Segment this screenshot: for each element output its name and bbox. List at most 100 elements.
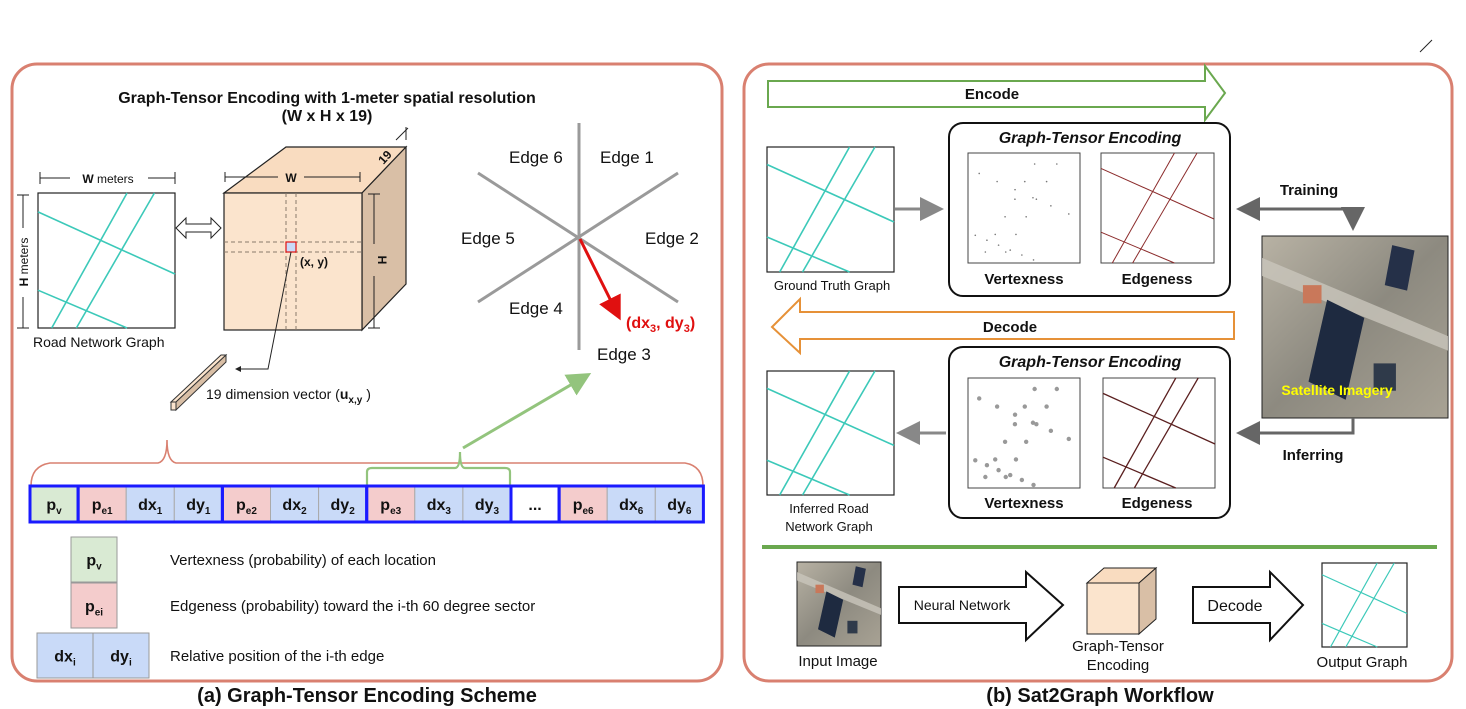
gt-edgeness-label: Edgeness bbox=[1122, 271, 1193, 288]
vertex-point bbox=[994, 233, 997, 236]
decode-label: Decode bbox=[983, 319, 1037, 336]
pixel-location-marker bbox=[285, 241, 297, 253]
cell-label: dxi bbox=[54, 649, 76, 669]
vertex-point bbox=[1032, 259, 1035, 261]
panel-a-caption: (a) Graph-Tensor Encoding Scheme bbox=[197, 685, 537, 707]
gt-edgeness-map bbox=[1100, 152, 1215, 264]
neural-network-arrow bbox=[898, 569, 1065, 643]
road-line bbox=[1100, 231, 1175, 264]
edge-2-label: Edge 2 bbox=[645, 229, 699, 248]
green-brace bbox=[365, 451, 512, 486]
edge-6-label: Edge 6 bbox=[509, 148, 563, 167]
vertex-point bbox=[1003, 474, 1008, 480]
vector-cell: dx1 bbox=[125, 485, 175, 523]
w-meters-dimension bbox=[39, 172, 176, 184]
cell-background bbox=[125, 485, 175, 523]
vertex-point bbox=[1004, 251, 1007, 253]
road-line bbox=[779, 146, 851, 273]
vertex-point bbox=[978, 172, 980, 175]
vertex-point bbox=[1015, 233, 1017, 236]
vector-group-outline bbox=[557, 484, 705, 524]
cube-height-label: H bbox=[375, 256, 389, 265]
vertex-point bbox=[1034, 422, 1039, 427]
road-line bbox=[801, 146, 876, 273]
cell-background bbox=[462, 485, 512, 523]
road-line bbox=[51, 192, 128, 329]
encode-label: Encode bbox=[965, 86, 1019, 103]
vertex-point bbox=[1030, 420, 1036, 425]
training-label: Training bbox=[1280, 182, 1338, 199]
input-image-label: Input Image bbox=[798, 653, 877, 670]
encode-arrow bbox=[767, 62, 1227, 124]
vector-cell: dy3 bbox=[462, 485, 512, 523]
road-line bbox=[766, 387, 895, 447]
cell-background bbox=[318, 485, 368, 523]
vector-cell: pe3 bbox=[366, 485, 416, 523]
output-graph-label: Output Graph bbox=[1317, 654, 1408, 671]
building-shadow bbox=[1308, 299, 1365, 400]
vector-cell: dx3 bbox=[414, 485, 464, 523]
vertex-point bbox=[1045, 180, 1048, 183]
vertex-point bbox=[1014, 198, 1016, 200]
graph-frame bbox=[37, 192, 176, 329]
building-shadow bbox=[1384, 245, 1415, 291]
panel-a-frame bbox=[10, 62, 724, 683]
vertex-point bbox=[1035, 198, 1038, 200]
vertex-point bbox=[984, 463, 990, 468]
h-meters-dimension bbox=[17, 194, 29, 329]
green-link-arrow bbox=[462, 372, 592, 450]
inferred-graph-label-2: Network Graph bbox=[785, 519, 872, 534]
building-shadow bbox=[818, 591, 844, 638]
gte-step-label-2: Encoding bbox=[1087, 657, 1150, 674]
xy-label: (x, y) bbox=[300, 255, 328, 269]
road-line bbox=[766, 236, 850, 273]
roof bbox=[815, 584, 824, 594]
vertex-point bbox=[1032, 196, 1034, 199]
inferring-label: Inferring bbox=[1283, 447, 1344, 464]
vector-cell: dyi bbox=[92, 632, 150, 679]
road-line bbox=[801, 370, 876, 496]
gt-edgeness-lines bbox=[1100, 152, 1215, 264]
vertex-point bbox=[1031, 482, 1036, 488]
cell-label: dx6 bbox=[619, 497, 644, 517]
cell-background bbox=[70, 536, 118, 583]
road-line bbox=[1321, 622, 1378, 648]
cell-label: pe1 bbox=[92, 497, 113, 517]
road-line bbox=[1111, 152, 1175, 264]
vector-cell: pe1 bbox=[77, 485, 127, 523]
street bbox=[1262, 257, 1448, 351]
edge-5-label: Edge 5 bbox=[461, 229, 515, 248]
graph-frame bbox=[766, 146, 895, 273]
gte-bottom-title: Graph-Tensor Encoding bbox=[999, 354, 1182, 371]
cell-label: dy6 bbox=[667, 497, 692, 517]
vector-cell: dy2 bbox=[318, 485, 368, 523]
cell-label: dx3 bbox=[427, 497, 452, 517]
gt-vertexness-label: Vertexness bbox=[984, 271, 1063, 288]
panel-b-caption: (b) Sat2Graph Workflow bbox=[986, 685, 1214, 707]
output-graph bbox=[1321, 562, 1408, 648]
vertex-point bbox=[996, 467, 1001, 473]
inferred-graph bbox=[766, 370, 895, 496]
pred-vertexness-map bbox=[967, 377, 1081, 489]
road-line bbox=[1102, 456, 1177, 489]
vertex-point bbox=[1044, 404, 1049, 409]
vector-pointer-arrow bbox=[235, 251, 292, 372]
cell-background bbox=[558, 485, 608, 523]
cell-label: dy3 bbox=[475, 497, 500, 517]
vertex-point bbox=[1025, 216, 1027, 218]
red-brace bbox=[30, 439, 704, 487]
input-image-thumbnail bbox=[796, 561, 882, 647]
edge-sector-diagram bbox=[477, 123, 679, 350]
road-line bbox=[1345, 562, 1395, 648]
road-line bbox=[766, 459, 850, 496]
vertex-point bbox=[1048, 428, 1054, 434]
cube-width-label: W bbox=[285, 171, 297, 185]
road-line bbox=[779, 370, 851, 496]
road-line bbox=[37, 289, 128, 329]
road-line bbox=[1133, 377, 1199, 489]
edge-1-label: Edge 1 bbox=[600, 148, 654, 167]
vertex-point bbox=[994, 404, 1000, 409]
vector-cell: dx6 bbox=[606, 485, 656, 523]
